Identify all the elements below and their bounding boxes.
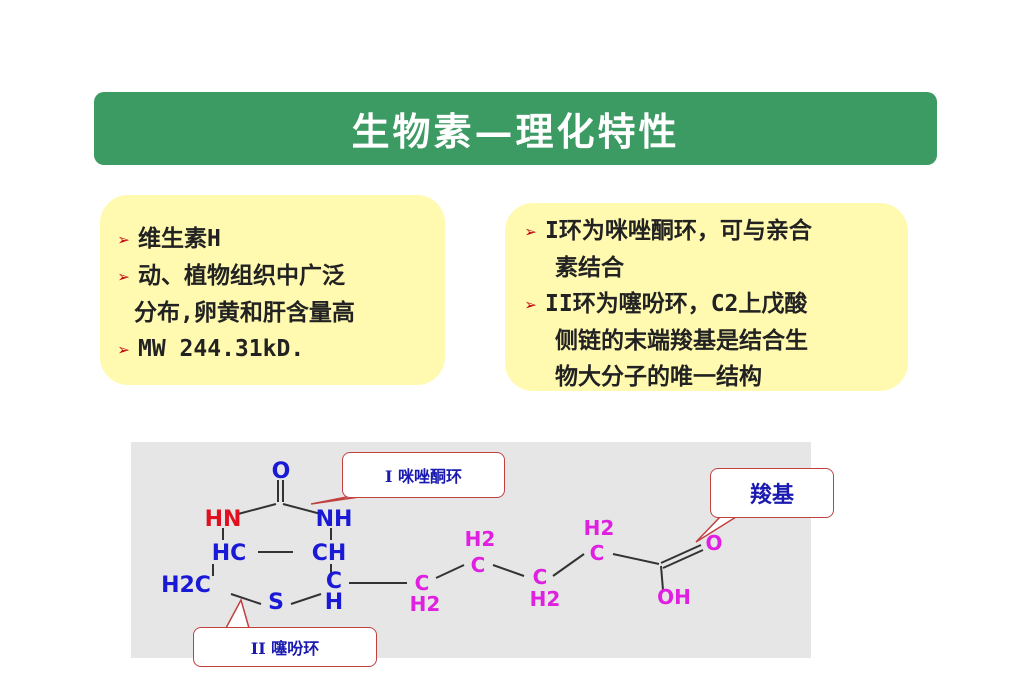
atom-h2: H2 [584, 516, 615, 540]
atom-nh: NH [316, 507, 353, 532]
bullet-item: ➢ I环为咪唑酮环，可与亲合 [525, 213, 908, 250]
bond [612, 553, 660, 565]
bullet-text: I环为咪唑酮环，可与亲合 [545, 218, 812, 244]
callout-ring-1: I 咪唑酮环 [342, 452, 505, 498]
bullet-continuation: 物大分子的唯一结构 [555, 364, 762, 390]
atom-c: C [326, 569, 342, 594]
atom-h: H [325, 590, 343, 615]
bond [492, 564, 525, 577]
bond [290, 593, 322, 605]
bullet-continuation: 素结合 [555, 255, 624, 281]
atom-h2: H2 [530, 587, 561, 611]
bond-lines [212, 480, 704, 605]
bullet-text: MW 244.31kD. [138, 336, 305, 362]
bond [237, 503, 277, 515]
bullet-continuation: 分布,卵黄和肝含量高 [134, 300, 355, 326]
properties-box-left: ➢ 维生素H ➢ 动、植物组织中广泛 分布,卵黄和肝含量高 ➢ MW 244.3… [100, 195, 445, 385]
arrow-bullet-icon: ➢ [118, 338, 131, 362]
arrow-bullet-icon: ➢ [525, 293, 538, 317]
arrow-bullet-icon: ➢ [118, 228, 131, 252]
atom-h2c: H2C [161, 573, 211, 598]
bullet-text: 维生素H [138, 226, 221, 252]
atom-c: C [471, 553, 486, 577]
bullet-item: ➢ MW 244.31kD. [118, 331, 435, 368]
bond [282, 503, 322, 515]
atom-o: O [705, 531, 722, 555]
atom-oh: OH [657, 585, 691, 609]
atom-ch: CH [312, 541, 347, 566]
ring-atoms: O HN NH HC CH H2C S C H [161, 459, 352, 615]
atom-hn: HN [205, 507, 242, 532]
atom-s: S [268, 590, 284, 615]
arrow-bullet-icon: ➢ [525, 220, 538, 244]
chain-atoms: C H2 H2 C C H2 H2 C O OH [410, 516, 723, 616]
bond [660, 544, 702, 564]
bond [662, 549, 704, 569]
bond [230, 593, 262, 605]
callout-pointer [695, 515, 737, 543]
bond [435, 564, 465, 579]
bullet-item: ➢ II环为噻吩环，C2上戊酸 [525, 286, 908, 323]
atom-h2: H2 [465, 527, 496, 551]
biotin-structure-svg: O HN NH HC CH H2C S C H C H2 H2 C C H2 H… [161, 459, 737, 629]
callout-pointer [310, 495, 367, 505]
atom-c: C [533, 565, 548, 589]
atom-c: C [415, 571, 430, 595]
atom-c: C [590, 541, 605, 565]
bond [660, 565, 664, 591]
atom-hc: HC [212, 541, 247, 566]
callout-pointers [225, 495, 737, 629]
slide-title: 生物素—理化特性 [351, 109, 680, 154]
bullet-item: ➢ 维生素H [118, 221, 435, 258]
bullet-text: 动、植物组织中广泛 [138, 263, 345, 289]
atom-h2: H2 [410, 592, 441, 616]
bond [552, 553, 585, 577]
bullet-continuation: 侧链的末端羧基是结合生 [555, 328, 808, 354]
arrow-bullet-icon: ➢ [118, 265, 131, 289]
callout-pointer [225, 598, 250, 629]
bullet-item: ➢ 动、植物组织中广泛 [118, 258, 435, 295]
title-bar: 生物素—理化特性 [94, 92, 937, 165]
callout-ring-2: II 噻吩环 [193, 627, 377, 667]
atom-o: O [272, 459, 291, 484]
callout-carboxyl: 羧基 [710, 468, 834, 518]
bullet-text: II环为噻吩环，C2上戊酸 [545, 291, 808, 317]
properties-box-right: ➢ I环为咪唑酮环，可与亲合 素结合 ➢ II环为噻吩环，C2上戊酸 侧链的末端… [505, 203, 908, 391]
